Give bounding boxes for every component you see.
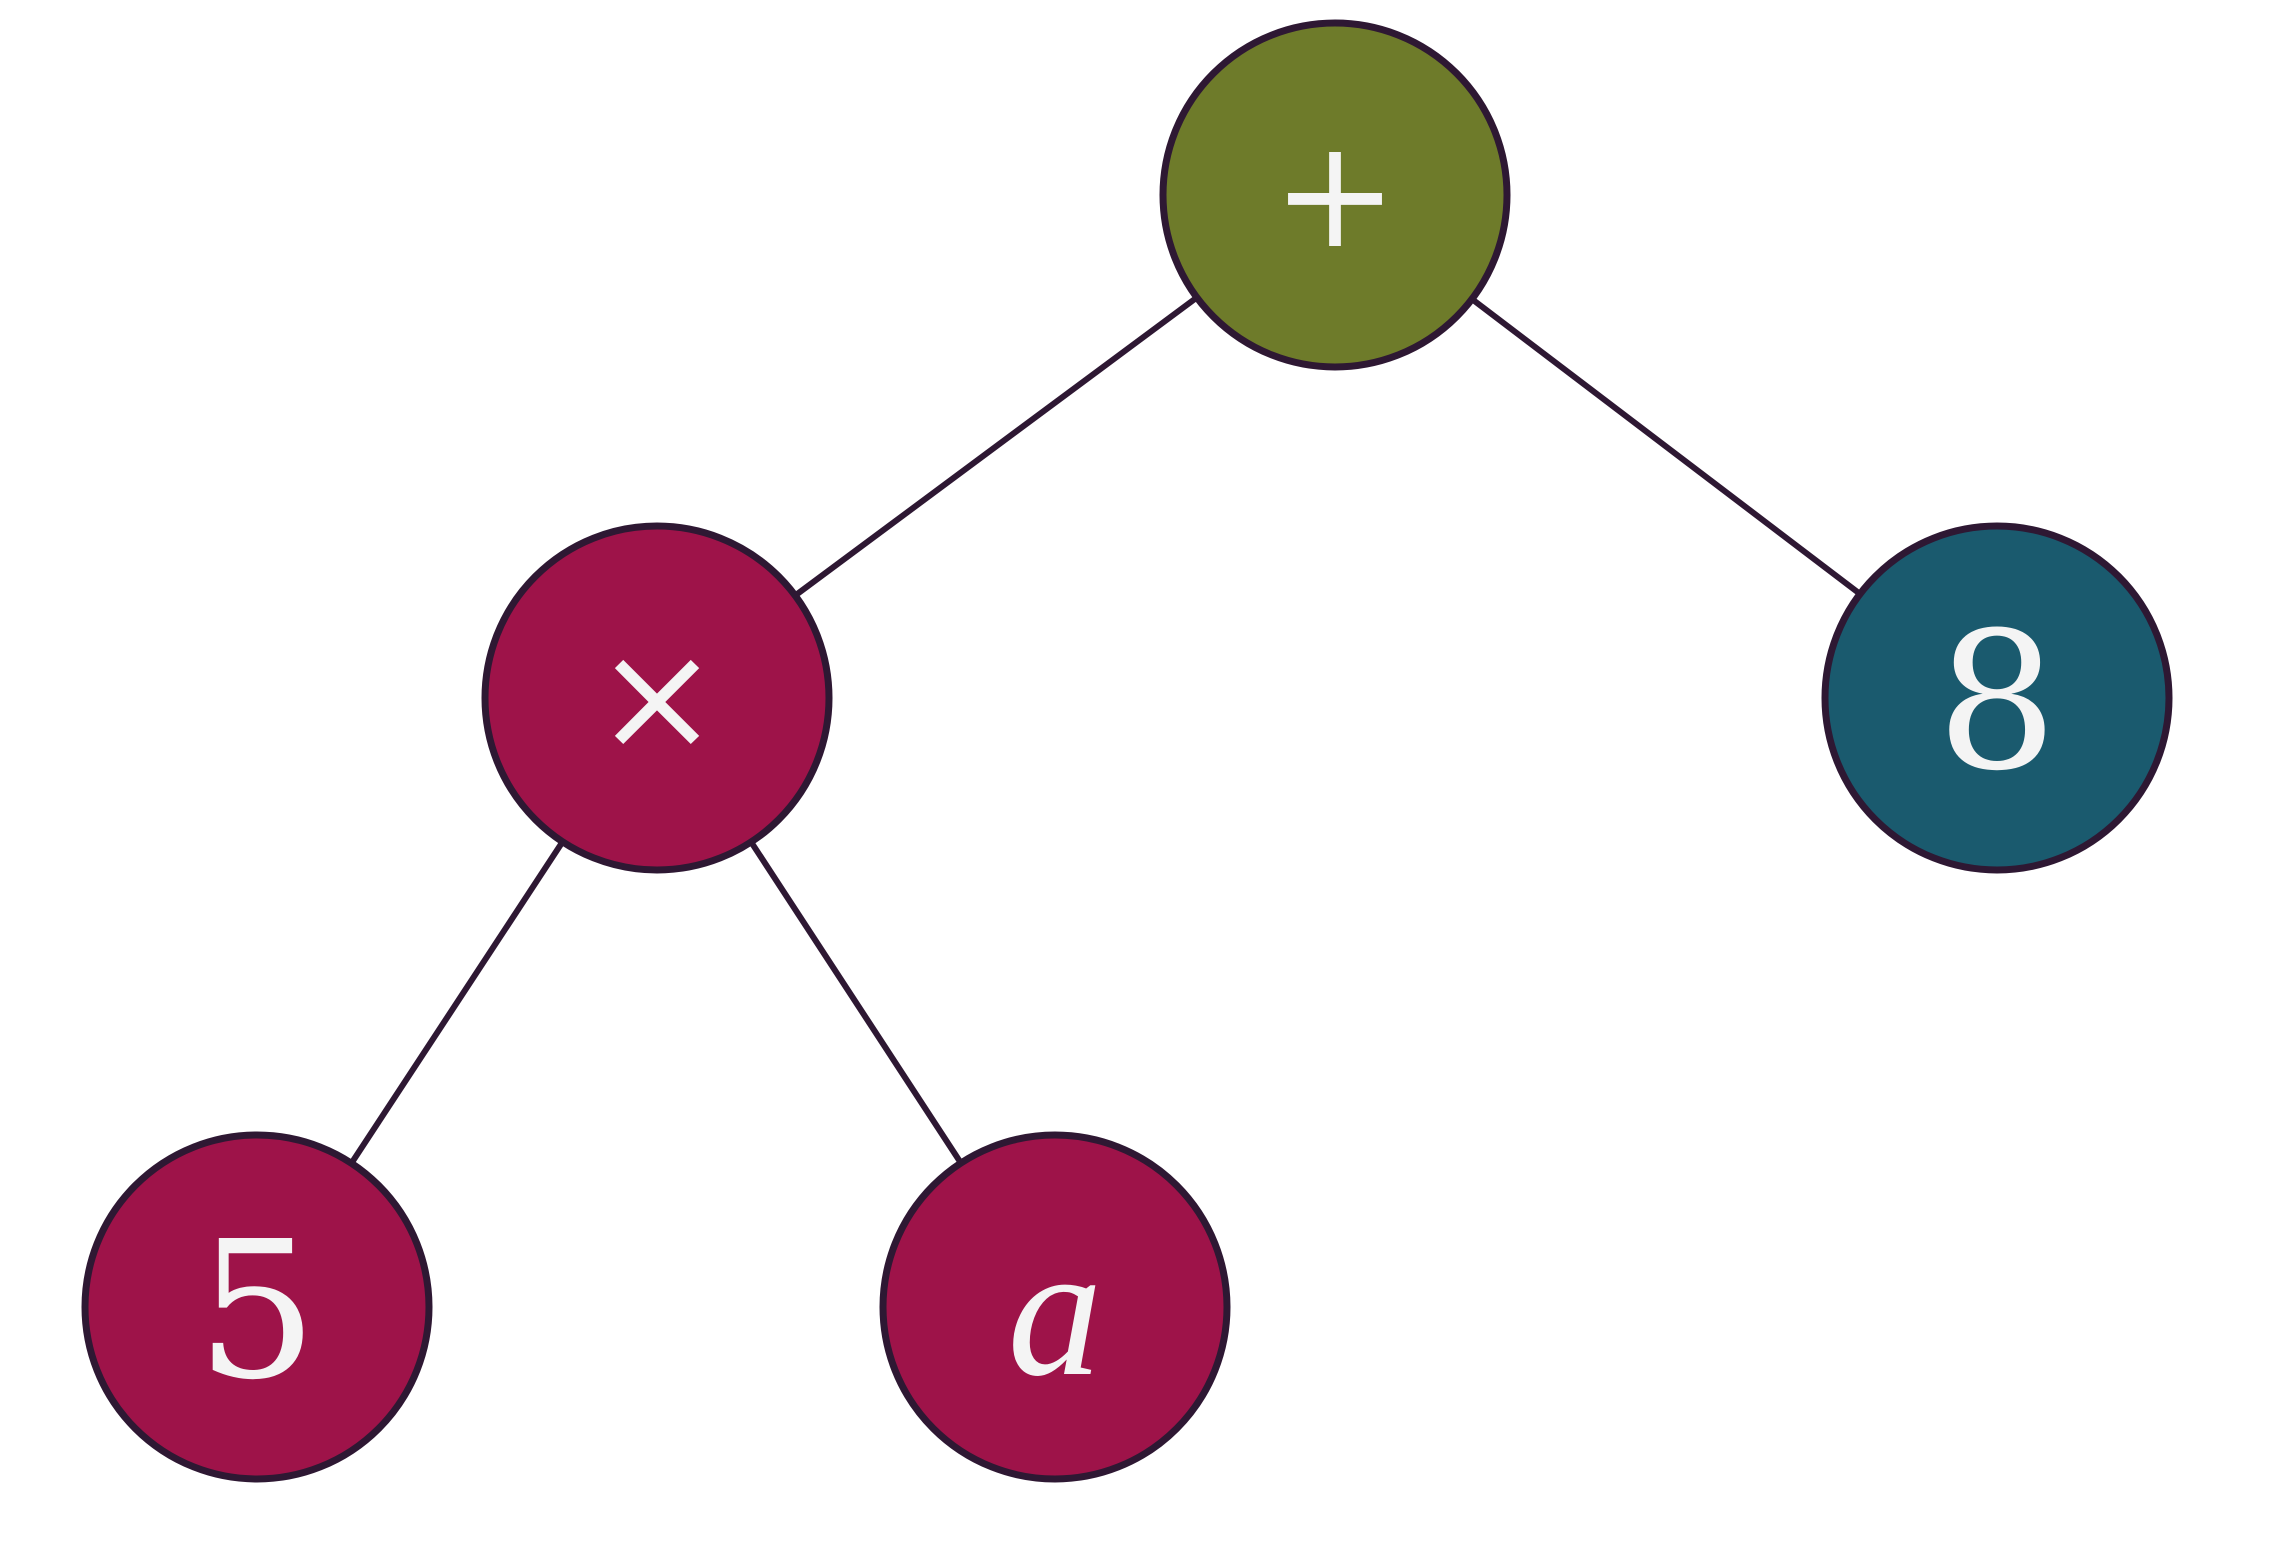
tree-nodes: + × 8 5 a [81, 19, 2173, 1483]
node-circle-times [481, 522, 833, 874]
node-circle-eight [1821, 522, 2173, 874]
node-label-times: × [594, 611, 720, 785]
node-circle-plus [1159, 19, 1511, 371]
node-times: × [481, 522, 833, 874]
node-label-five: 5 [197, 1201, 318, 1422]
node-plus: + [1159, 19, 1511, 371]
node-eight: 8 [1821, 522, 2173, 874]
node-a: a [879, 1131, 1231, 1483]
node-five: 5 [81, 1131, 433, 1483]
node-circle-five [81, 1131, 433, 1483]
node-circle-a [879, 1131, 1231, 1483]
node-label-eight: 8 [1937, 592, 2058, 813]
node-label-plus: + [1272, 108, 1398, 282]
node-label-a: a [1008, 1206, 1103, 1416]
